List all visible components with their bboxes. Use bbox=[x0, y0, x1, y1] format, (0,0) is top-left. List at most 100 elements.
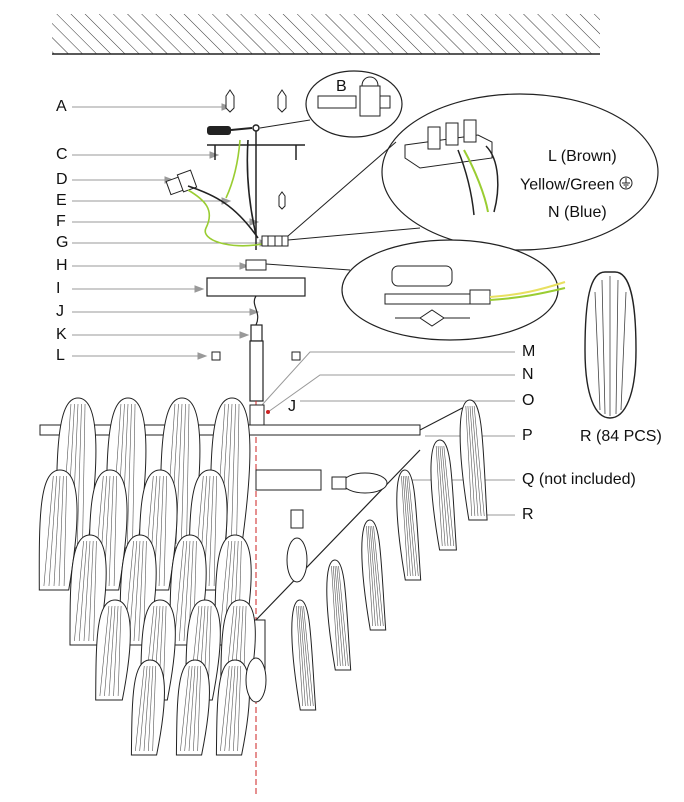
leaf-rib bbox=[228, 665, 236, 752]
leaf-rib bbox=[469, 405, 479, 517]
leaf-rib bbox=[193, 665, 199, 752]
callout-d: D bbox=[56, 171, 68, 188]
leaf-rib bbox=[441, 445, 452, 547]
mounting-bracket bbox=[207, 124, 305, 250]
screwdriver-icon bbox=[207, 126, 253, 135]
callout-l: L bbox=[56, 347, 65, 364]
wire-neutral-label: N (Blue) bbox=[548, 204, 607, 221]
leaf-rib bbox=[117, 605, 122, 697]
leaf-rib bbox=[367, 525, 376, 627]
leaf-rib bbox=[301, 605, 311, 707]
leaf-rib bbox=[213, 475, 218, 587]
leaf-rib bbox=[48, 475, 57, 587]
callout-a: A bbox=[56, 98, 67, 115]
leaf-rib bbox=[99, 605, 110, 697]
callout-h: H bbox=[56, 257, 68, 274]
leaf-rib bbox=[104, 605, 113, 697]
leaf-rib bbox=[180, 665, 190, 752]
leaf-rib bbox=[404, 475, 414, 577]
leaf-rib bbox=[338, 565, 349, 667]
lamp-bulb-icon bbox=[245, 472, 388, 703]
leaf-rib bbox=[133, 540, 141, 642]
callout-j-detail: J bbox=[288, 398, 296, 415]
leaf-rib bbox=[299, 605, 309, 707]
leaf-rib bbox=[297, 605, 306, 707]
nut bbox=[245, 259, 267, 271]
glass-leaf bbox=[38, 469, 78, 591]
wire-connector bbox=[165, 169, 198, 196]
callout-q: Q (not included) bbox=[522, 471, 636, 488]
leaf-rib bbox=[138, 540, 144, 642]
leaf-rib bbox=[236, 403, 240, 545]
terminal-block bbox=[261, 235, 289, 247]
leaf-rib bbox=[178, 540, 188, 642]
wire-live-label: L (Brown) bbox=[548, 148, 617, 165]
leaf-rib bbox=[93, 540, 97, 642]
callout-e: E bbox=[56, 192, 67, 209]
leaf-rib bbox=[439, 445, 449, 547]
leaf-rib bbox=[128, 540, 138, 642]
leaf-rib bbox=[174, 540, 184, 642]
leaf-rib bbox=[148, 665, 154, 752]
callout-r: R bbox=[522, 506, 534, 523]
wire-earth-label: Yellow/Green bbox=[520, 176, 633, 195]
leaf-rib bbox=[58, 475, 64, 587]
callout-k: K bbox=[56, 326, 67, 343]
wire-earth-text: Yellow/Green bbox=[520, 176, 615, 194]
leaf-rib bbox=[197, 665, 202, 752]
leaf-rib bbox=[371, 525, 381, 627]
leaf-rib bbox=[135, 665, 145, 752]
detail-bubble-nut bbox=[265, 239, 566, 341]
left-leader-lines bbox=[72, 103, 270, 360]
leaf-rib bbox=[88, 540, 94, 642]
leaf-rib bbox=[406, 475, 416, 577]
callout-b: B bbox=[336, 78, 347, 95]
callout-p: P bbox=[522, 427, 533, 444]
leaf-rib bbox=[237, 665, 242, 752]
leaf-rib bbox=[108, 475, 114, 587]
callout-f: F bbox=[56, 213, 66, 230]
leaf-rib bbox=[113, 475, 118, 587]
leaf-rib bbox=[336, 565, 346, 667]
ceiling bbox=[52, 14, 600, 55]
callout-o: O bbox=[522, 392, 535, 409]
leaf-rib bbox=[43, 475, 54, 587]
leaf-rib bbox=[186, 403, 190, 545]
glass-leaf bbox=[95, 599, 131, 701]
leaf-rib bbox=[332, 565, 341, 667]
leaf-rib bbox=[143, 665, 151, 752]
leaf-count-label: R (84 PCS) bbox=[580, 428, 662, 445]
screw-icon bbox=[225, 89, 287, 210]
leaf-rib bbox=[465, 405, 473, 517]
callout-i: I bbox=[56, 280, 61, 297]
leaf-rib bbox=[373, 525, 384, 627]
leaf-rib bbox=[183, 540, 191, 642]
leaf-rib bbox=[208, 475, 214, 587]
leaf-rib bbox=[74, 540, 84, 642]
right-leader-lines bbox=[261, 351, 515, 516]
leaf-rib bbox=[473, 405, 485, 517]
leaf-rib bbox=[180, 403, 186, 545]
supply-wires bbox=[187, 139, 263, 247]
leaf-rib bbox=[76, 403, 82, 545]
leaf-rib bbox=[139, 665, 148, 752]
leaf-rib bbox=[233, 665, 239, 752]
leaf-rib bbox=[467, 405, 476, 517]
leaf-rib bbox=[366, 525, 374, 627]
leaf-rib bbox=[334, 565, 344, 667]
leaf-rib bbox=[53, 475, 61, 587]
canopy bbox=[206, 277, 306, 297]
ground-symbol-icon bbox=[619, 176, 633, 195]
leaf-rib bbox=[437, 445, 446, 547]
detail-bubble-b bbox=[259, 70, 403, 138]
glass-leaf bbox=[69, 534, 107, 646]
leaf-rib bbox=[113, 605, 119, 697]
leaf-rib bbox=[401, 475, 409, 577]
leaf-rib bbox=[132, 403, 136, 545]
leaf-rib bbox=[230, 403, 236, 545]
detail-bubble-wiring bbox=[287, 93, 659, 251]
leaf-rib bbox=[78, 540, 88, 642]
leaf-rib bbox=[83, 540, 91, 642]
